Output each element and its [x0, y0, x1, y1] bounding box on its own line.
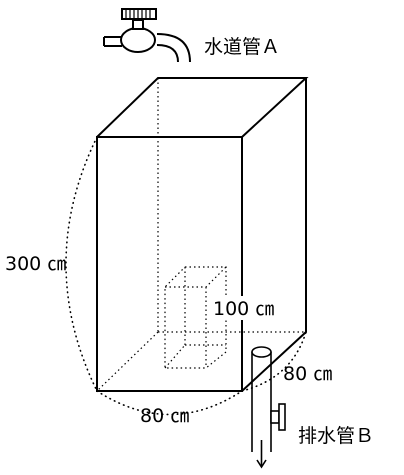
- width-label: 80 ㎝: [140, 405, 189, 427]
- depth-label: 80 ㎝: [283, 363, 332, 385]
- height-dimension-arc: [65, 136, 98, 392]
- pipe-b-label: 排水管Ｂ: [298, 425, 374, 447]
- block-height-label: 100 ㎝: [213, 298, 274, 320]
- dimension-markers: [65, 136, 307, 416]
- height-label: 300 ㎝: [5, 253, 66, 275]
- inner-block: [164, 266, 227, 369]
- tank-hidden-edges: [96, 78, 306, 392]
- water-tank: [96, 77, 309, 392]
- width-dimension-arc: [96, 390, 243, 416]
- faucet-icon: [103, 8, 191, 63]
- depth-dimension-arc: [241, 331, 307, 392]
- pipe-a-label: 水道管Ａ: [204, 36, 280, 58]
- drain-pipe: [251, 346, 286, 469]
